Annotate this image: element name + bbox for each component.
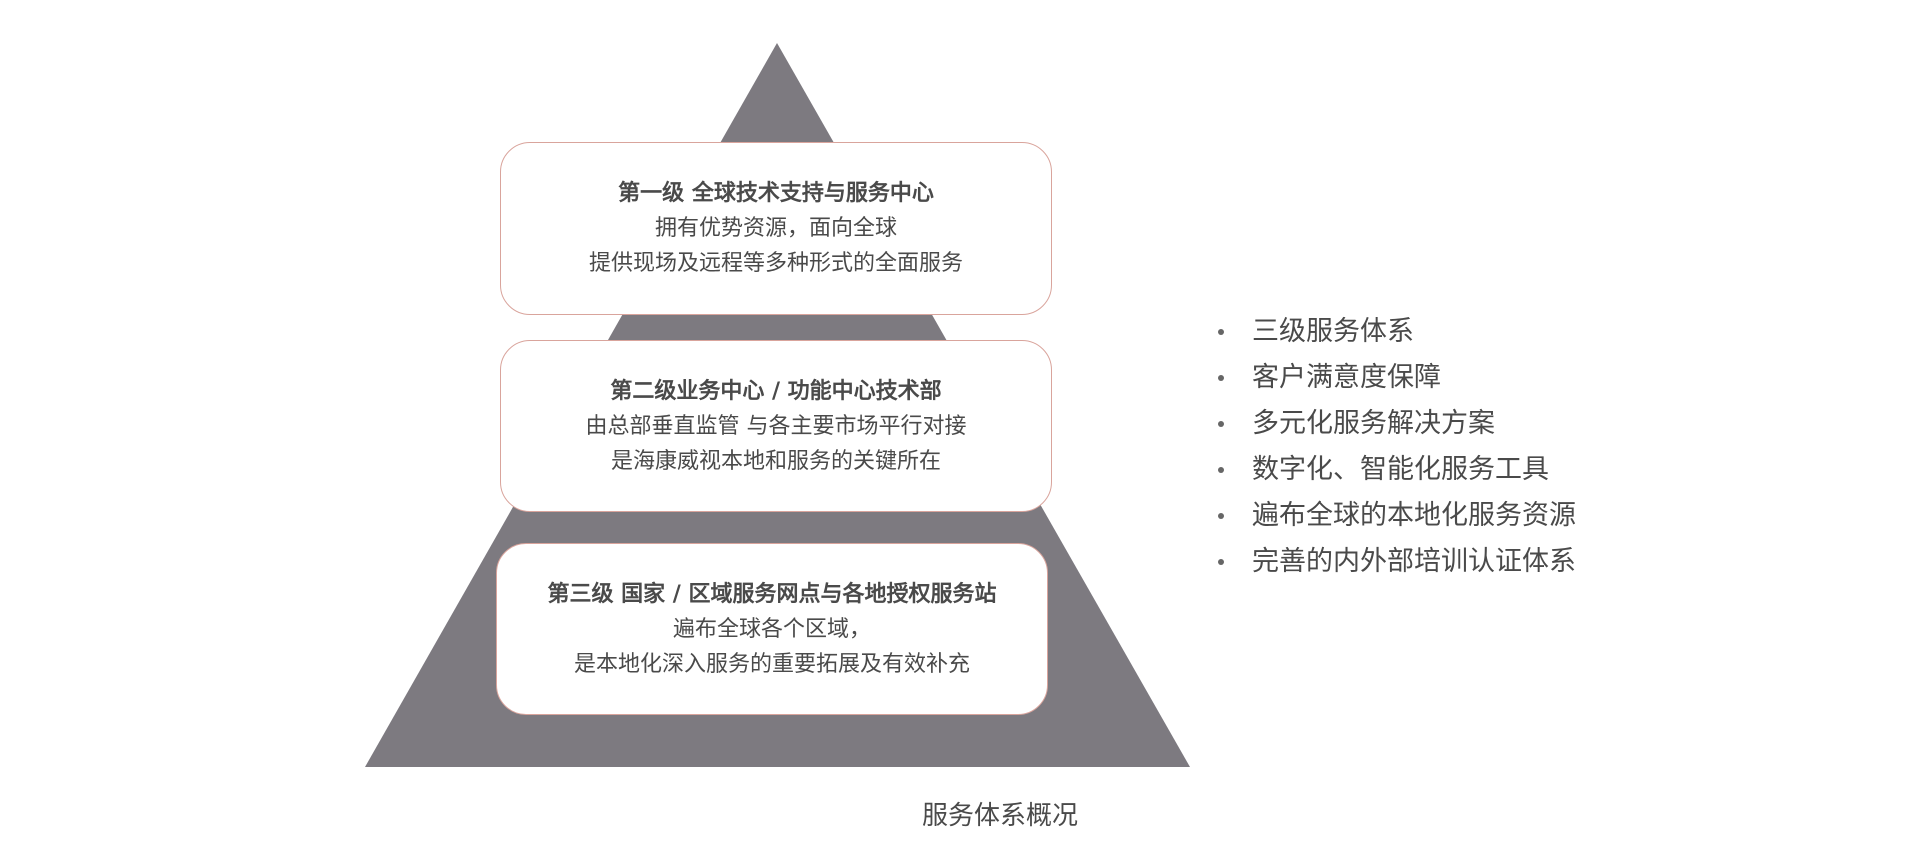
bullet-item: 客户满意度保障 <box>1214 356 1576 402</box>
bullet-dot-icon <box>1218 467 1224 473</box>
tier-3-line-2: 是本地化深入服务的重要拓展及有效补充 <box>573 651 970 677</box>
tier-2-box: 第二级业务中心 / 功能中心技术部 由总部垂直监管 与各主要市场平行对接 是海康… <box>500 340 1052 512</box>
bullet-item: 多元化服务解决方案 <box>1214 402 1576 448</box>
tier-1-title: 第一级 全球技术支持与服务中心 <box>618 181 934 206</box>
tier-2-line-1: 由总部垂直监管 与各主要市场平行对接 <box>585 413 967 439</box>
bullet-text: 多元化服务解决方案 <box>1252 408 1495 439</box>
tier-1-line-2: 提供现场及远程等多种形式的全面服务 <box>588 251 963 276</box>
bullet-dot-icon <box>1218 513 1224 519</box>
feature-bullet-list: 三级服务体系 客户满意度保障 多元化服务解决方案 数字化、智能化服务工具 遍布全… <box>1214 310 1576 586</box>
figure-caption: 服务体系概况 <box>921 801 1078 831</box>
bullet-item: 数字化、智能化服务工具 <box>1214 448 1576 494</box>
bullet-text: 遍布全球的本地化服务资源 <box>1252 500 1576 531</box>
tier-1-box: 第一级 全球技术支持与服务中心 拥有优势资源，面向全球 提供现场及远程等多种形式… <box>500 142 1052 315</box>
bullet-dot-icon <box>1218 421 1224 427</box>
tier-3-title: 第三级 国家 / 区域服务网点与各地授权服务站 <box>547 581 997 607</box>
tier-2-line-2: 是海康威视本地和服务的关键所在 <box>610 448 941 474</box>
bullet-text: 数字化、智能化服务工具 <box>1252 454 1549 485</box>
tier-3-box: 第三级 国家 / 区域服务网点与各地授权服务站 遍布全球各个区域， 是本地化深入… <box>496 543 1048 715</box>
bullet-text: 三级服务体系 <box>1252 316 1414 347</box>
bullet-item: 完善的内外部培训认证体系 <box>1214 540 1576 586</box>
bullet-item: 遍布全球的本地化服务资源 <box>1214 494 1576 540</box>
bullet-item: 三级服务体系 <box>1214 310 1576 356</box>
tier-1-line-1: 拥有优势资源，面向全球 <box>654 216 897 241</box>
bullet-dot-icon <box>1218 329 1224 335</box>
bullet-text: 完善的内外部培训认证体系 <box>1252 546 1576 577</box>
bullet-dot-icon <box>1218 559 1224 565</box>
bullet-dot-icon <box>1218 375 1224 381</box>
bullet-text: 客户满意度保障 <box>1252 362 1441 393</box>
tier-3-line-1: 遍布全球各个区域， <box>672 616 871 642</box>
tier-2-title: 第二级业务中心 / 功能中心技术部 <box>610 378 942 404</box>
